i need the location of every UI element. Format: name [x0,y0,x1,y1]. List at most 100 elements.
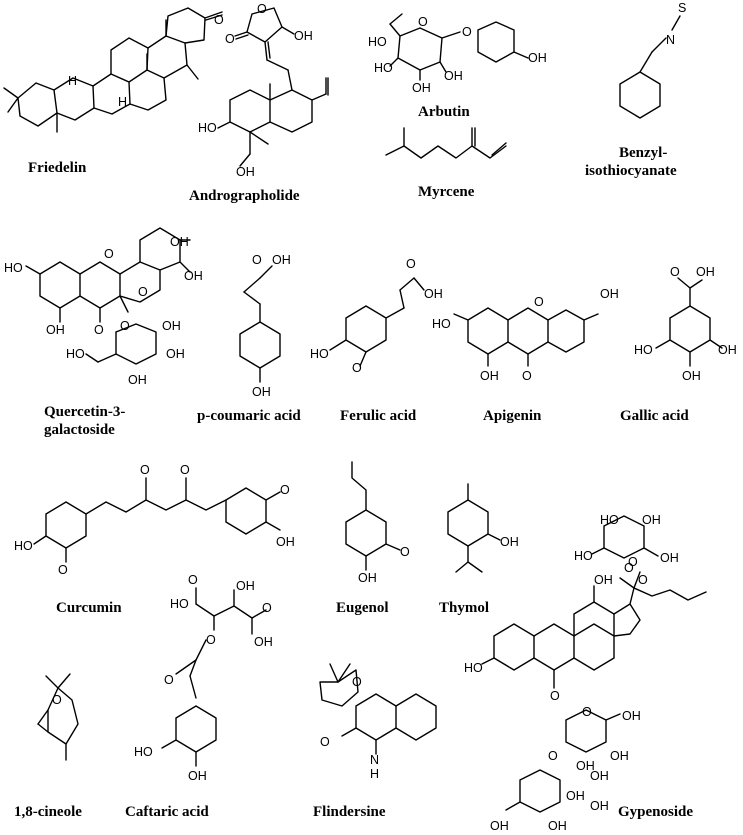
molecule-apigenin: OH HO O OH O Apigenin [432,287,619,424]
gypenoside-skeleton [481,515,707,813]
ferulic-atom-3: O [352,361,362,375]
gypenoside-atom-7: OH [594,573,613,587]
caftaric-atom-5: O [206,633,216,647]
gypenoside-atom-1: OH [642,513,661,527]
molecule-arbutin: HO O O HO OH OH OH Arbutin [368,13,547,120]
gallic-label: Gallic acid [620,408,689,424]
gypenoside-atom-15: OH [576,759,595,773]
arbutin-atom-1: O [418,15,428,29]
molecule-caftaric-acid: O HO OH O OH O O HO OH Caftaric acid [125,573,273,820]
quercetin-atom-2: HO [4,261,23,275]
caftaric-atom-1: HO [170,597,189,611]
cineole-skeleton [37,673,79,761]
ferulic-atom-0: O [406,257,416,271]
caftaric-atom-3: O [262,601,272,615]
eugenol-skeleton [345,461,401,571]
curcumin-atom-4: OH [276,535,295,549]
quercetin-atom-3: O [104,247,114,261]
gallic-atom-4: OH [682,369,701,383]
quercetin-atom-9: HO [66,347,85,361]
quercetin-atom-8: OH [162,319,181,333]
gypenoside-atom-3: HO [574,549,593,563]
molecule-gallic-acid: O OH HO OH OH Gallic acid [620,265,737,424]
andrographolide-atom-3: HO [198,121,217,135]
friedelin-atom-2: H [118,95,127,109]
gypenoside-atom-13: OH [610,749,629,763]
andrographolide-atom-0: O [257,2,267,16]
caftaric-atom-6: O [164,673,174,687]
quercetin-label: Quercetin-3-galactoside [44,404,125,438]
quercetin-atom-10: OH [166,347,185,361]
curcumin-atom-1: O [180,463,190,477]
apigenin-atom-0: OH [600,287,619,301]
gypenoside-atom-11: OH [622,709,641,723]
gypenoside-atom-18: OH [548,819,567,833]
gypenoside-atom-12: O [548,749,558,763]
quercetin-atom-7: O [120,319,130,333]
andrographolide-atom-2: OH [294,29,313,43]
molecule-curcumin: O O O HO OH O Curcumin [14,463,295,616]
andrographolide-atom-4: OH [236,165,255,179]
pcoumaric-atom-0: O [252,253,262,267]
molecule-thymol: OH Thymol [439,483,519,616]
gypenoside-atom-0: HO [600,513,619,527]
molecule-p-coumaric-acid: O OH OH p-coumaric acid [197,253,301,424]
benzyl-skeleton [619,15,681,119]
curcumin-atom-5: O [58,563,68,577]
pcoumaric-atom-1: OH [272,253,291,267]
caftaric-label: Caftaric acid [125,804,209,820]
gallic-atom-0: O [670,265,680,279]
flindersine-atom-1: O [320,735,330,749]
molecule-flindersine: O O N H Flindersine [313,663,437,820]
ferulic-atom-2: HO [310,347,329,361]
flindersine-skeleton [319,663,437,755]
pcoumaric-skeleton [239,265,281,383]
gallic-skeleton [655,277,723,367]
apigenin-label: Apigenin [483,408,542,424]
benzyl-atom-1: N [666,33,675,47]
thymol-label: Thymol [439,600,489,616]
curcumin-atom-3: HO [14,539,33,553]
thymol-atom-0: OH [500,535,519,549]
arbutin-label: Arbutin [418,104,470,120]
molecule-myrcene: Myrcene [385,127,507,200]
molecule-benzyl-isothiocyanate: S N Benzyl-isothiocyanate [585,1,686,179]
gypenoside-atom-19: OH [490,819,509,833]
arbutin-atom-6: OH [444,69,463,83]
friedelin-label: Friedelin [28,160,87,176]
myrcene-label: Myrcene [418,184,475,200]
gallic-atom-3: OH [718,343,737,357]
arbutin-atom-3: HO [374,61,393,75]
quercetin-skeleton [25,227,191,365]
gypenoside-atom-2: O [628,555,638,569]
friedelin-skeleton [3,7,223,133]
curcumin-atom-0: O [140,463,150,477]
eugenol-atom-1: OH [358,571,377,585]
gypenoside-atom-16: OH [566,789,585,803]
quercetin-atom-4: O [138,285,148,299]
quercetin-atom-11: OH [128,373,147,387]
molecule-gypenoside: HO OH O HO O OH O OH HO O O OH O OH OH O… [464,513,707,833]
molecule-eugenol: O OH Eugenol [336,461,410,616]
gypenoside-atom-14: OH [590,769,609,783]
ferulic-skeleton [329,277,425,367]
cineole-atom-0: O [52,693,62,707]
gypenoside-atom-17: OH [590,799,609,813]
caftaric-atom-7: HO [134,745,153,759]
benzyl-atom-0: S [678,1,686,15]
gypenoside-label: Gypenoside [618,804,693,820]
apigenin-atom-1: HO [432,317,451,331]
benzyl-label: Benzyl-isothiocyanate [585,145,677,179]
caftaric-skeleton [161,587,267,767]
andrographolide-skeleton [217,7,329,167]
apigenin-skeleton [453,307,599,367]
apigenin-atom-3: OH [480,369,499,383]
friedelin-atom-0: O [214,13,224,27]
pcoumaric-atom-2: OH [252,385,271,399]
thymol-skeleton [447,483,501,573]
myrcene-skeleton [385,145,507,159]
curcumin-skeleton [33,477,281,563]
molecule-1-8-cineole: O 1,8-cineole [14,673,82,820]
friedelin-atom-1: H [68,74,77,88]
ferulic-atom-1: OH [424,287,443,301]
